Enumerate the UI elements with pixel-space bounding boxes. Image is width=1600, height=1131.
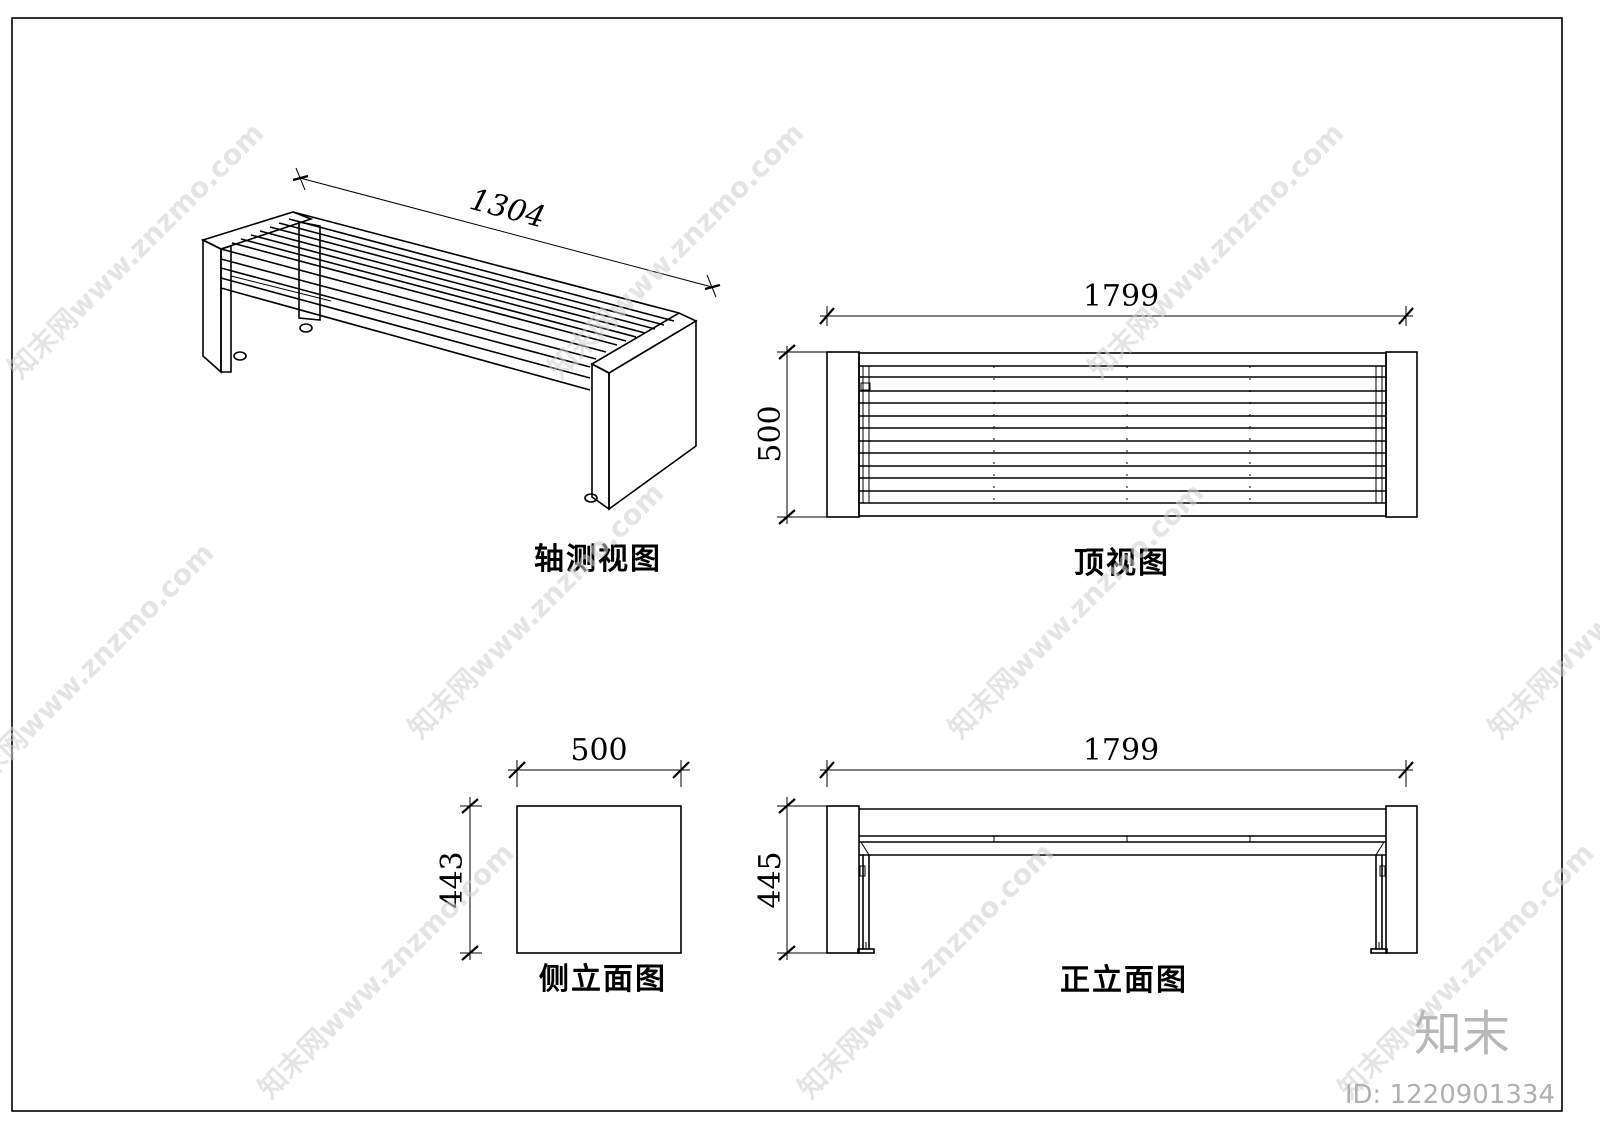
- front-right-end: [1385, 805, 1418, 954]
- axonometric-length-label: 1304: [466, 182, 549, 235]
- front-width-dimension: [819, 760, 1414, 787]
- foot-plate: [857, 948, 875, 954]
- front-left-end: [826, 805, 860, 954]
- right-end-cap: [1385, 351, 1418, 518]
- watermark-text: 知末网www.znzmo.com: [542, 116, 811, 385]
- bracket-icon: [1379, 865, 1386, 877]
- side-height-dimension: [460, 797, 482, 961]
- foot-pad: [233, 351, 247, 361]
- top-width-label: 1799: [1083, 279, 1159, 314]
- side-view: 500 443: [435, 733, 690, 961]
- axonometric-dimension: [292, 167, 721, 298]
- top-view: 1799 500: [753, 279, 1418, 525]
- bolt-icon: [860, 382, 871, 391]
- top-slats: [859, 365, 1386, 504]
- seat-slats: [220, 211, 680, 368]
- foot-pad: [584, 493, 598, 503]
- watermark-text: 知末网www.znzmo.com: [1082, 116, 1351, 385]
- watermark-id: ID: 1220901334: [1345, 1080, 1555, 1110]
- front-width-label: 1799: [1083, 733, 1159, 768]
- watermark-text: 知末网www.znzmo.com: [1482, 476, 1600, 745]
- watermark-text: 知末网www.znzmo.com: [252, 836, 521, 1105]
- side-height-label: 443: [435, 851, 470, 908]
- left-end-cap: [826, 351, 860, 518]
- top-depth-label: 500: [753, 405, 788, 462]
- top-width-dimension: [819, 306, 1414, 326]
- side-end-panel: [516, 805, 682, 954]
- watermark-text: 知末网www.znzmo.com: [2, 116, 271, 385]
- foot-plate: [1370, 948, 1388, 954]
- watermark-text: 知末网www.znzmo.com: [792, 836, 1061, 1105]
- side-width-dimension: [508, 760, 690, 787]
- top-depth-dimension: [777, 344, 828, 525]
- axonometric-caption: 轴测视图: [534, 542, 662, 577]
- front-height-dimension: [777, 797, 828, 961]
- front-height-label: 445: [753, 851, 788, 908]
- side-caption: 侧立面图: [539, 962, 667, 997]
- watermark-text: 知末网www.znzmo.com: [0, 536, 220, 805]
- watermark-text: 知末网www.znzmo.com: [402, 476, 671, 745]
- watermark-text: 知末网www.znzmo.com: [1332, 836, 1600, 1105]
- foot-pad: [299, 323, 313, 333]
- watermark-logo: 知末: [1414, 1006, 1510, 1062]
- axonometric-view: 1304: [200, 167, 721, 511]
- bracket-icon: [859, 865, 866, 877]
- side-width-label: 500: [570, 733, 627, 768]
- top-caption: 顶视图: [1074, 546, 1170, 581]
- front-caption: 正立面图: [1060, 963, 1188, 998]
- front-view: 1799 445: [753, 733, 1418, 961]
- sheet-border: [11, 17, 1563, 1112]
